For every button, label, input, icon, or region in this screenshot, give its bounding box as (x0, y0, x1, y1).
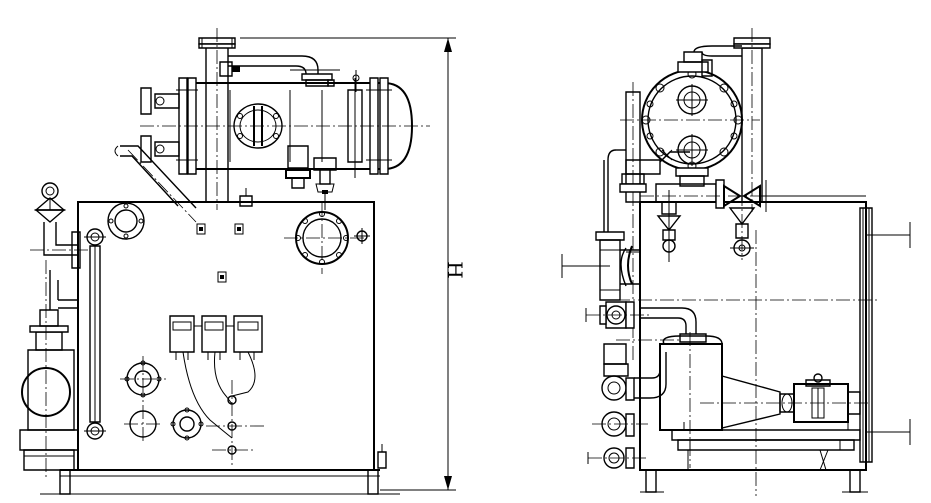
pump-suction-side (640, 308, 706, 342)
height-dimension: H (240, 38, 467, 490)
overhead-pipe-front (228, 56, 359, 92)
heat-exchanger-side (620, 52, 760, 186)
diagonal-pipe-front (115, 146, 196, 222)
side-view (562, 28, 910, 496)
pump-motor-side (660, 230, 870, 496)
front-view: H (20, 28, 467, 494)
riser-pipe-front (199, 28, 240, 210)
dimension-label-h: H (443, 261, 467, 278)
manway-front (284, 202, 370, 274)
filter-units-front (170, 316, 262, 438)
pump-front (20, 260, 78, 480)
tank-flange-lower (120, 356, 203, 443)
inlet-valve-front (30, 183, 90, 268)
manifold-side (640, 170, 866, 260)
tank-flange-upper-left (108, 203, 144, 239)
side-ports (586, 302, 666, 468)
level-gauge-front (84, 229, 106, 439)
drop-valve-side (626, 190, 680, 284)
heat-exchanger-front (140, 78, 430, 210)
